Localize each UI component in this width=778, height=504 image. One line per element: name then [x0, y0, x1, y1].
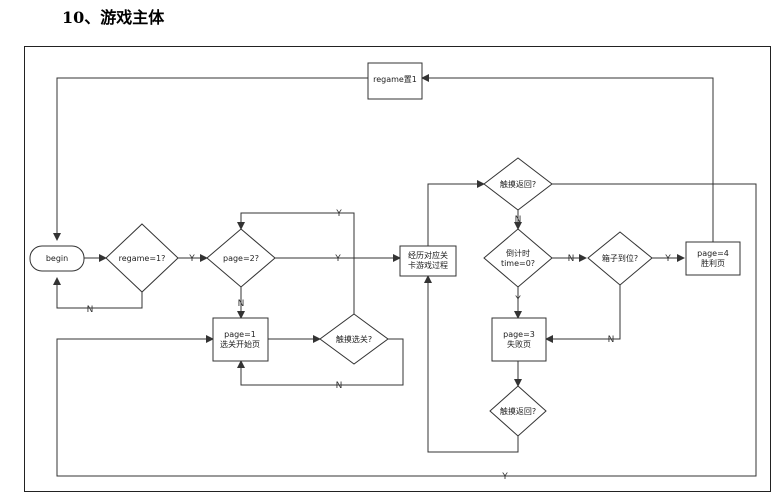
- node-page2-check: [206, 228, 276, 288]
- node-begin-label: begin: [46, 254, 68, 263]
- label-select-no: N: [336, 381, 343, 391]
- node-touch-back-top: [483, 157, 553, 211]
- label-page2-yes: Y: [334, 254, 341, 264]
- edge-regame-no: [53, 277, 143, 309]
- node-page1-box: [212, 317, 269, 362]
- node-page2-check-label: page=2?: [223, 254, 259, 263]
- label-bottom-yes: Y: [501, 472, 508, 482]
- section-heading: 10、游戏主体: [62, 8, 165, 27]
- node-touch-select: [319, 313, 389, 365]
- node-level-label-1: 经历对应关: [408, 250, 448, 260]
- node-page1-label-2: 选关开始页: [220, 339, 260, 349]
- node-countdown-label-1: 倒计时: [506, 248, 530, 258]
- node-regame-check: [105, 223, 179, 293]
- node-countdown: [483, 228, 553, 288]
- node-regame-set-label: regame置1: [373, 75, 417, 84]
- edge-backtop-yes: [56, 183, 757, 477]
- edge-regame-begin: [53, 77, 368, 241]
- node-touch-back-top-label: 触摸返回?: [500, 179, 536, 189]
- edge-select-yes: [237, 212, 355, 314]
- node-touch-back-bottom: [489, 385, 547, 437]
- diagram-frame: [24, 46, 771, 492]
- edge-arrive-no: [545, 285, 621, 343]
- node-page3-label-1: page=3: [503, 330, 535, 339]
- label-back-top-no: N: [515, 215, 522, 225]
- node-page1-label-1: page=1: [224, 330, 256, 339]
- edge-page4-regame: [421, 74, 714, 242]
- node-begin: [29, 245, 85, 272]
- node-level-box: [399, 245, 457, 277]
- label-countdown-no: N: [568, 254, 575, 264]
- node-box-arrive-label: 箱子到位?: [602, 253, 638, 263]
- node-page4-label-1: page=4: [697, 249, 729, 258]
- label-arrive-yes: Y: [664, 254, 671, 264]
- node-page3-label-2: 失败页: [507, 339, 531, 349]
- edge-select-no: [237, 338, 404, 386]
- node-page4-label-2: 胜利页: [701, 258, 725, 268]
- label-arrive-no: N: [608, 335, 615, 345]
- node-page4-box: [685, 241, 741, 276]
- label-page2-no: N: [238, 299, 245, 309]
- node-page3-box: [491, 317, 547, 362]
- label-regame-no: N: [87, 305, 94, 315]
- edge-level-backtop: [427, 180, 485, 246]
- label-select-yes: Y: [335, 209, 342, 219]
- node-countdown-label-2: time=0?: [501, 259, 535, 268]
- node-touch-select-label: 触摸选关?: [336, 334, 372, 344]
- node-regame-check-label: regame=1?: [119, 254, 166, 263]
- edge-backbottom-level: [424, 275, 519, 453]
- node-level-label-2: 卡游戏过程: [408, 260, 448, 270]
- node-box-arrive: [587, 231, 653, 286]
- label-regame-yes: Y: [188, 254, 195, 264]
- label-countdown-yes: Y: [514, 295, 521, 305]
- node-touch-back-bottom-label: 触摸返回?: [500, 406, 536, 416]
- node-regame-set: [367, 62, 423, 100]
